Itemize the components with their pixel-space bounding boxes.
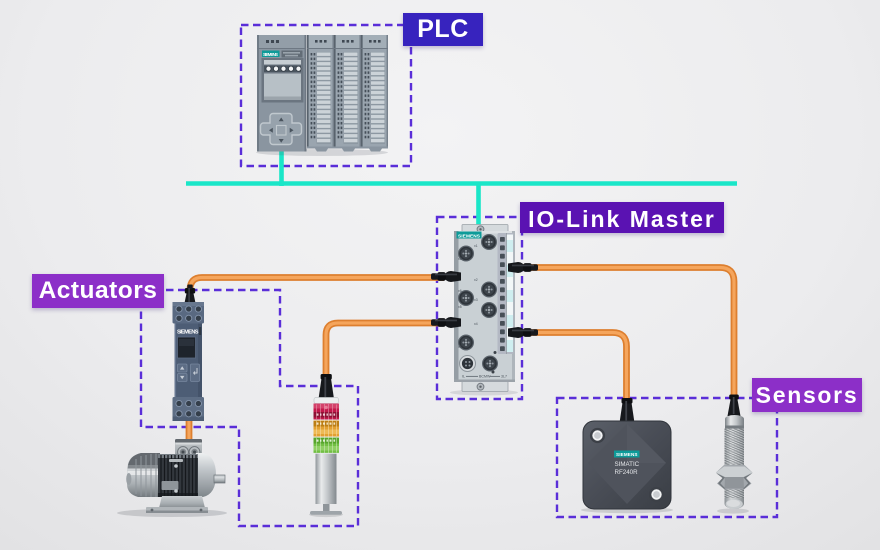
svg-text:x7: x7 — [458, 345, 462, 349]
svg-text:3L7: 3L7 — [501, 375, 507, 379]
svg-text:x1: x1 — [474, 244, 478, 248]
svg-text:SIEMENS: SIEMENS — [616, 452, 638, 457]
svg-text:x5: x5 — [458, 305, 462, 309]
svg-text:x3: x3 — [474, 298, 478, 302]
svg-text:RF240R: RF240R — [615, 469, 639, 476]
svg-text:x8: x8 — [458, 257, 462, 261]
svg-text:IL: IL — [462, 375, 465, 379]
svg-text:SIEMENS: SIEMENS — [263, 52, 278, 57]
svg-text:SIEMENS: SIEMENS — [458, 233, 481, 239]
svg-text:x4: x4 — [474, 322, 478, 326]
svg-text:SIMATIC: SIMATIC — [615, 461, 640, 468]
svg-text:x2: x2 — [474, 278, 478, 282]
svg-text:BCMW: BCMW — [479, 375, 491, 379]
svg-text:x6: x6 — [458, 289, 462, 293]
svg-text:SIEMENS: SIEMENS — [177, 330, 199, 336]
